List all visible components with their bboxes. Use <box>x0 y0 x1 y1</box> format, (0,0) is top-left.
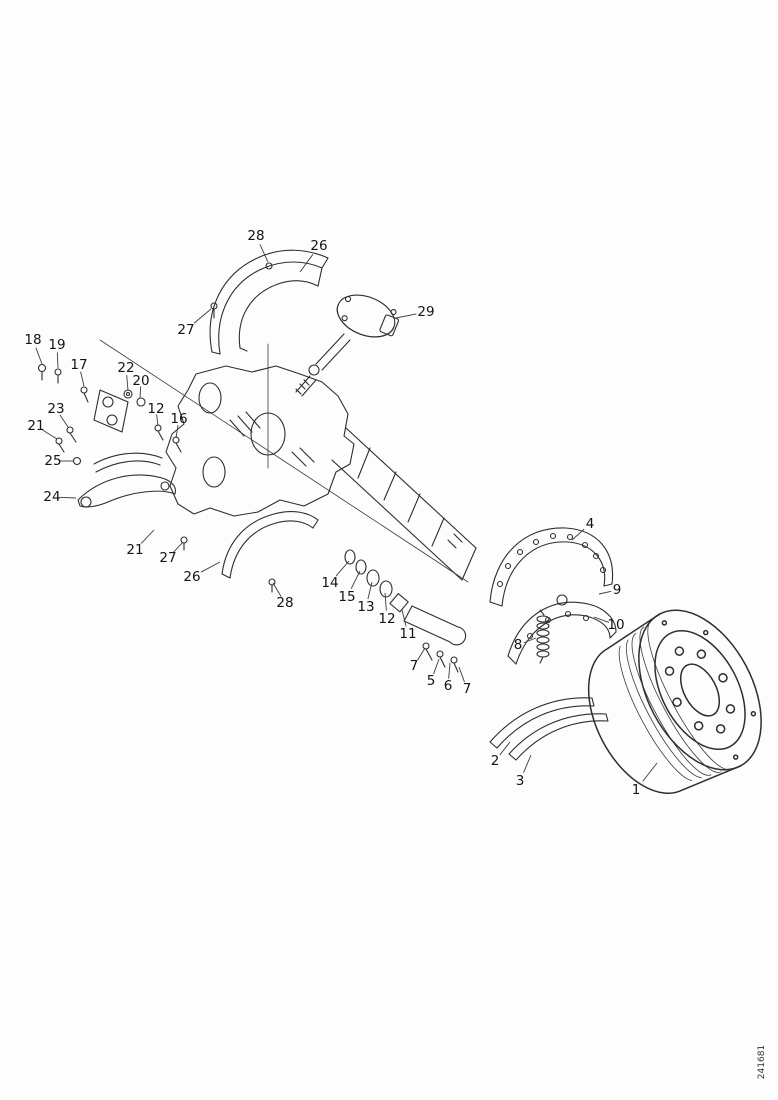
callout-leader <box>35 347 43 365</box>
axle-housing <box>154 365 355 517</box>
callout-leader <box>272 582 282 597</box>
callout-leader <box>299 254 314 273</box>
callout-label: 28 <box>276 595 293 611</box>
callout-leader <box>200 561 221 573</box>
callout-leader <box>193 308 212 324</box>
callout-label: 8 <box>514 637 523 653</box>
callout-leader <box>350 570 361 589</box>
callout-label: 17 <box>70 357 87 373</box>
callout-leader <box>499 741 511 756</box>
dust-shield-upper <box>209 249 329 355</box>
callout-label: 27 <box>177 322 194 338</box>
callout-leader <box>384 592 387 611</box>
callout-leader <box>175 425 179 439</box>
callout-leader <box>593 616 610 623</box>
callout-leader <box>448 662 451 679</box>
callout-leader <box>56 352 59 369</box>
callout-label: 6 <box>444 678 453 694</box>
callout-label: 23 <box>47 401 64 417</box>
callout-leader <box>126 374 129 391</box>
callout-label: 12 <box>147 401 164 417</box>
tie-rod-line <box>99 339 469 583</box>
callout-label: 29 <box>417 304 434 320</box>
callout-label: 13 <box>357 599 374 615</box>
callout-label: 10 <box>607 617 624 633</box>
shaft-hardware <box>344 549 467 673</box>
callout-label: 26 <box>183 569 200 585</box>
callout-leader <box>417 647 426 661</box>
brake-linings <box>489 697 609 761</box>
steering-arm <box>77 452 176 508</box>
callout-leader <box>139 386 142 399</box>
callout-label: 12 <box>378 611 395 627</box>
callout-label: 22 <box>117 360 134 376</box>
return-spring <box>536 609 550 664</box>
callout-leader <box>401 609 407 627</box>
callout-leader <box>433 658 440 675</box>
dust-shield-lower <box>180 511 319 593</box>
callout-leader <box>80 371 85 387</box>
callout-label: 24 <box>43 489 60 505</box>
callout-leader <box>259 244 269 263</box>
callout-label: 25 <box>44 453 61 469</box>
camshaft <box>295 333 351 397</box>
callout-label: 1 <box>632 782 641 798</box>
callout-label: 5 <box>427 673 436 689</box>
callout-label: 19 <box>48 337 65 353</box>
callout-leader <box>571 528 585 541</box>
callout-label: 2 <box>491 753 500 769</box>
callout-label: 21 <box>27 418 44 434</box>
callout-leader <box>156 414 159 427</box>
callout-leader <box>458 666 465 683</box>
callout-label: 15 <box>338 589 355 605</box>
callout-leader <box>59 496 77 499</box>
knuckle-hardware-left <box>37 363 146 466</box>
callout-leader <box>42 429 58 440</box>
callout-leader <box>523 637 537 644</box>
callout-leader <box>395 313 417 319</box>
brake-spider <box>489 527 614 607</box>
callout-label: 9 <box>613 582 622 598</box>
callout-leader <box>598 590 612 595</box>
callout-leader <box>642 762 658 782</box>
callout-label: 16 <box>170 411 187 427</box>
callout-label: 7 <box>463 681 472 697</box>
callout-leader <box>59 414 69 428</box>
drawing-number: 241681 <box>757 1045 767 1079</box>
callout-label: 21 <box>126 542 143 558</box>
callout-label: 3 <box>516 773 525 789</box>
callout-label: 26 <box>310 238 327 254</box>
brake-shoe-lower <box>507 594 617 665</box>
callout-leader <box>140 529 155 544</box>
callout-label: 7 <box>410 658 419 674</box>
callout-label: 28 <box>247 228 264 244</box>
air-chamber <box>336 294 399 338</box>
callout-leader <box>335 560 350 577</box>
callout-leader <box>367 581 373 600</box>
callout-label: 27 <box>159 550 176 566</box>
brake-drum <box>587 609 762 794</box>
callout-label: 4 <box>586 516 595 532</box>
axle-shaft <box>331 427 477 581</box>
callout-label: 14 <box>321 575 338 591</box>
callout-label: 18 <box>24 332 41 348</box>
callout-label: 20 <box>132 373 149 389</box>
callout-label: 11 <box>399 626 416 642</box>
callout-leader <box>172 541 184 554</box>
callout-leader <box>523 754 532 773</box>
